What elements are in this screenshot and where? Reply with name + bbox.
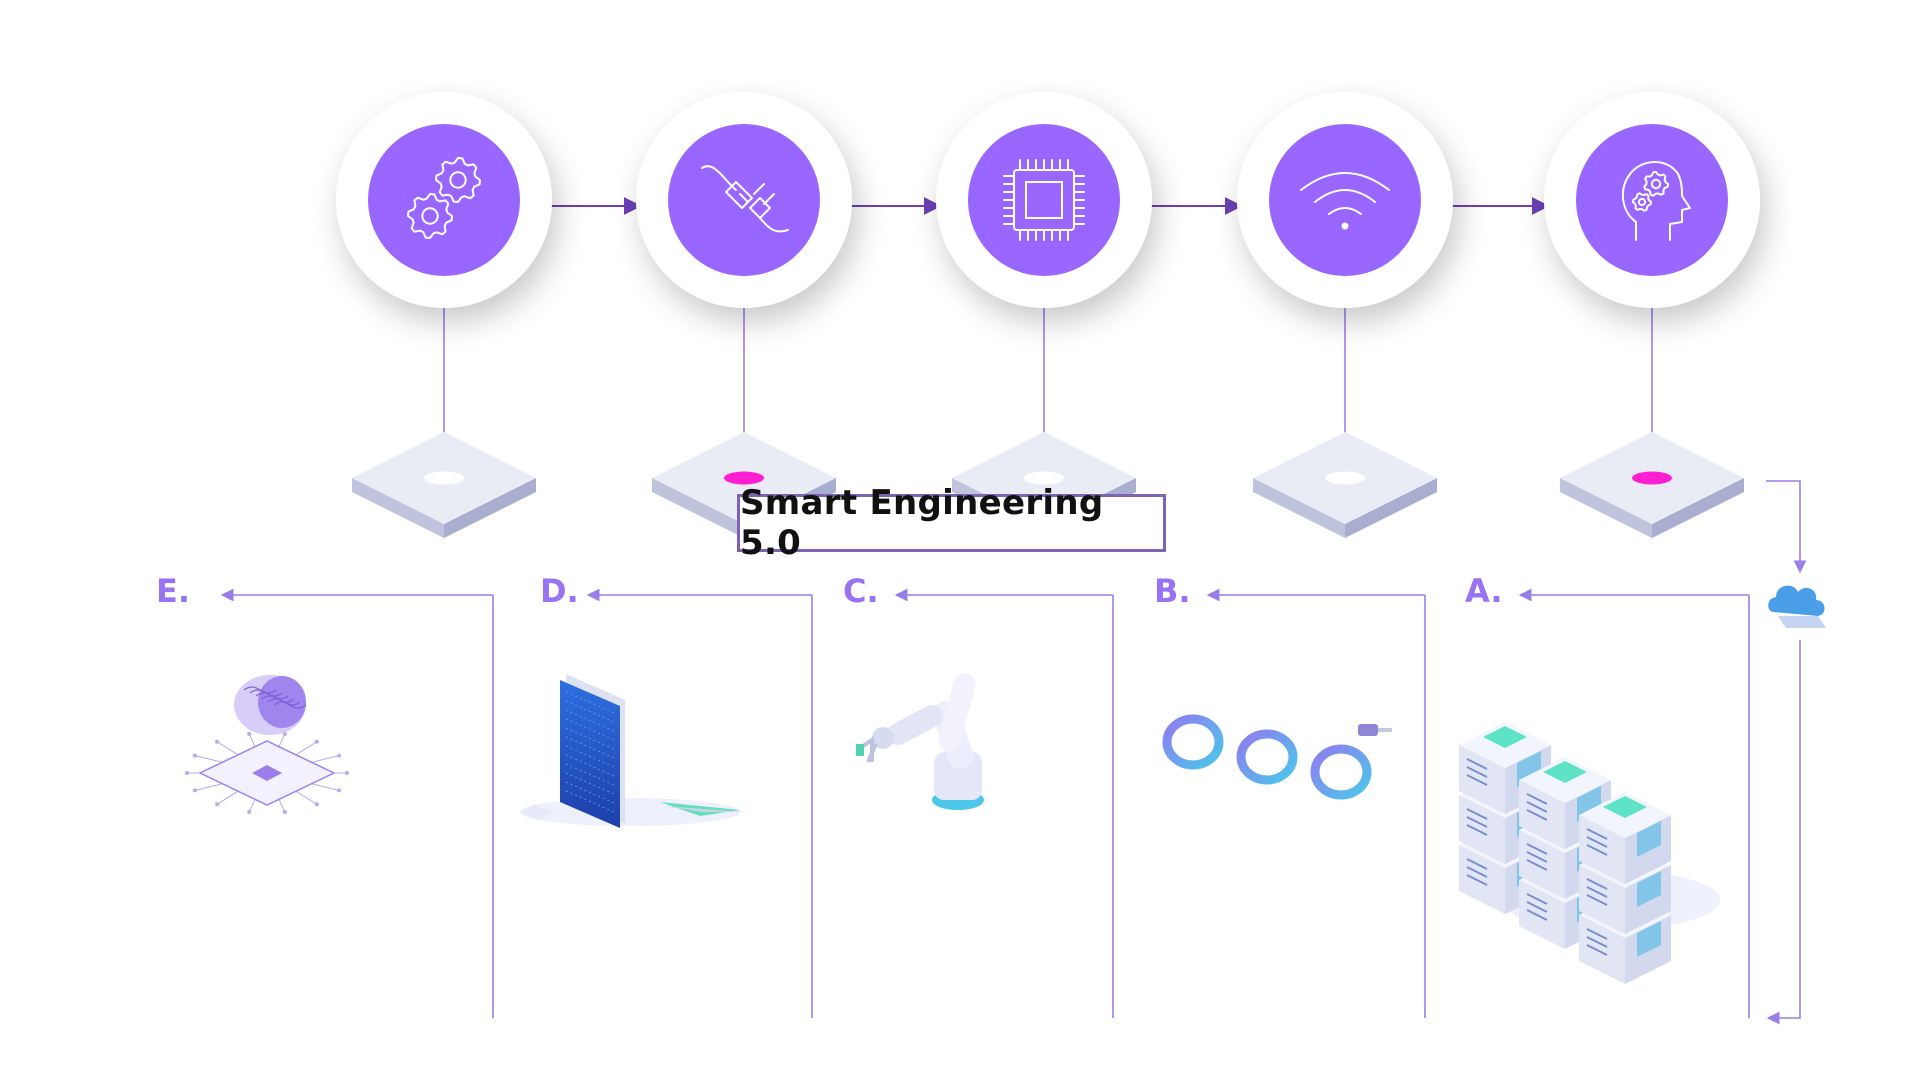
stage-node bbox=[636, 92, 852, 308]
stage-circle bbox=[1269, 124, 1421, 276]
platform-marker bbox=[424, 471, 464, 485]
chip-core bbox=[252, 765, 282, 781]
output-label-a: A. bbox=[1465, 572, 1503, 610]
stage-node bbox=[1544, 92, 1760, 308]
server-racks-illustration bbox=[1459, 722, 1720, 984]
rings-illustration bbox=[1162, 714, 1392, 800]
platform-marker bbox=[724, 471, 764, 485]
stage-platform bbox=[352, 432, 536, 538]
platform-marker bbox=[1024, 471, 1064, 485]
stage-node bbox=[936, 92, 1152, 308]
tablet-illustration bbox=[520, 674, 744, 828]
stage-node bbox=[336, 92, 552, 308]
return-path-bottom bbox=[1766, 640, 1801, 1025]
stage-circle bbox=[668, 124, 820, 276]
ai-brain-chip-illustration bbox=[185, 675, 349, 814]
platform-marker bbox=[1325, 471, 1365, 485]
robot-arm-illustration bbox=[856, 672, 984, 810]
tablet-screen bbox=[560, 680, 620, 828]
robot-segment bbox=[938, 672, 976, 752]
gears-icon bbox=[407, 157, 481, 239]
ring bbox=[1236, 729, 1298, 785]
chip-icon bbox=[1003, 159, 1085, 241]
output-label-c: C. bbox=[843, 572, 879, 610]
output-label-d: D. bbox=[540, 572, 579, 610]
ring bbox=[1162, 714, 1224, 770]
head-gears-icon bbox=[1621, 161, 1691, 241]
stage-node bbox=[1237, 92, 1453, 308]
output-label-e: E. bbox=[156, 572, 191, 610]
stage-circle bbox=[1576, 124, 1728, 276]
stage-platform bbox=[1253, 432, 1437, 538]
return-path-down bbox=[1766, 480, 1807, 574]
connector bbox=[1358, 724, 1378, 736]
stage-platform bbox=[1560, 432, 1744, 538]
output-label-b: B. bbox=[1154, 572, 1191, 610]
cloud-icon bbox=[1768, 585, 1826, 628]
platform-marker bbox=[1632, 471, 1672, 485]
plug-icon bbox=[701, 165, 789, 233]
tablet-device-small bbox=[520, 804, 552, 820]
diagram-title: Smart Engineering 5.0 bbox=[737, 483, 1166, 563]
ring bbox=[1310, 744, 1372, 800]
wifi-icon bbox=[1300, 172, 1390, 230]
stage-circle bbox=[968, 124, 1120, 276]
robot-forearm bbox=[887, 705, 943, 745]
